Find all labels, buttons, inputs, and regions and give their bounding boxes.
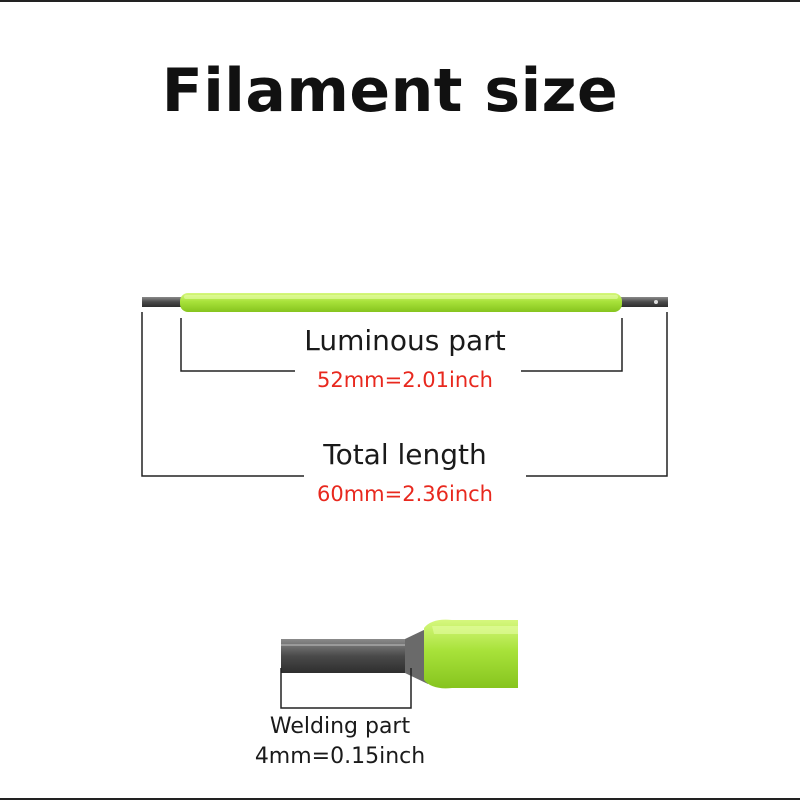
total-bracket [141,312,668,477]
right-metal-lead [616,297,668,307]
luminous-bracket [180,318,623,372]
page-title: Filament size [161,56,619,126]
luminous-value: 52mm=2.01inch [317,368,493,392]
filament-main [142,293,668,312]
welding-label: Welding part [269,714,411,739]
luminous-label: Luminous part [304,324,506,357]
welding-closeup [281,619,518,689]
total-value: 60mm=2.36inch [317,482,493,506]
welding-green-tube [424,619,518,689]
left-metal-lead [142,297,186,307]
welding-bracket [280,668,412,709]
total-label: Total length [323,438,487,471]
welding-value: 4mm=0.15inch [254,744,426,769]
lead-hole [654,300,658,304]
